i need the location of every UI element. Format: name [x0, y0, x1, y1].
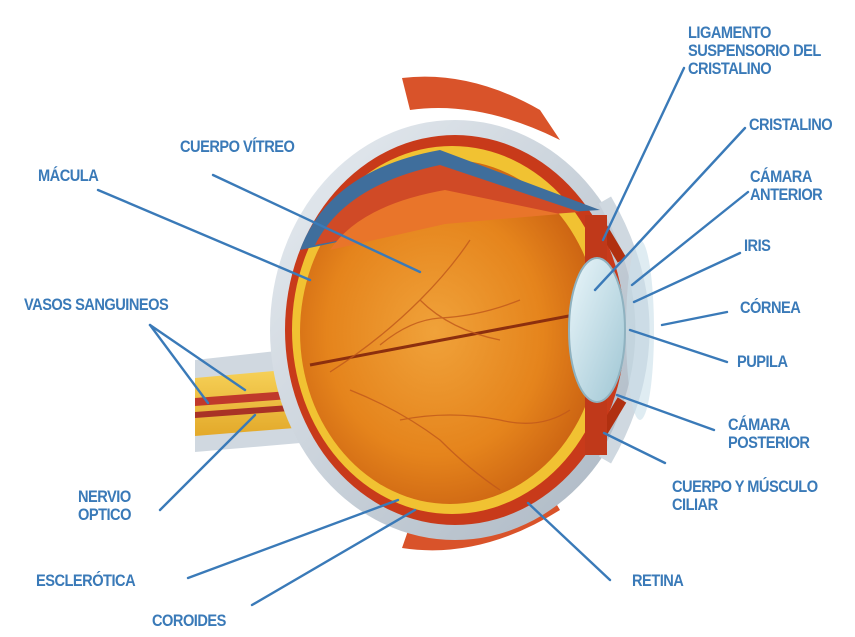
- label-ligamento: LIGAMENTO SUSPENSORIO DEL CRISTALINO: [688, 24, 821, 78]
- label-camara-anterior: CÁMARA ANTERIOR: [750, 168, 822, 204]
- label-camara-posterior: CÁMARA POSTERIOR: [728, 416, 809, 452]
- label-pupila: PUPILA: [737, 353, 788, 371]
- label-vasos: VASOS SANGUINEOS: [24, 296, 168, 314]
- label-cuerpo-vitreo: CUERPO VÍTREO: [180, 138, 294, 156]
- label-macula: MÁCULA: [38, 167, 98, 185]
- label-coroides: COROIDES: [152, 612, 226, 630]
- lens: [569, 258, 625, 402]
- label-nervio: NERVIO OPTICO: [78, 488, 131, 524]
- label-cristalino: CRISTALINO: [749, 116, 832, 134]
- label-esclerotica: ESCLERÓTICA: [36, 572, 135, 590]
- label-cornea: CÓRNEA: [740, 299, 800, 317]
- label-iris: IRIS: [744, 237, 770, 255]
- label-cuerpo-ciliar: CUERPO Y MÚSCULO CILIAR: [672, 478, 818, 514]
- label-retina: RETINA: [632, 572, 683, 590]
